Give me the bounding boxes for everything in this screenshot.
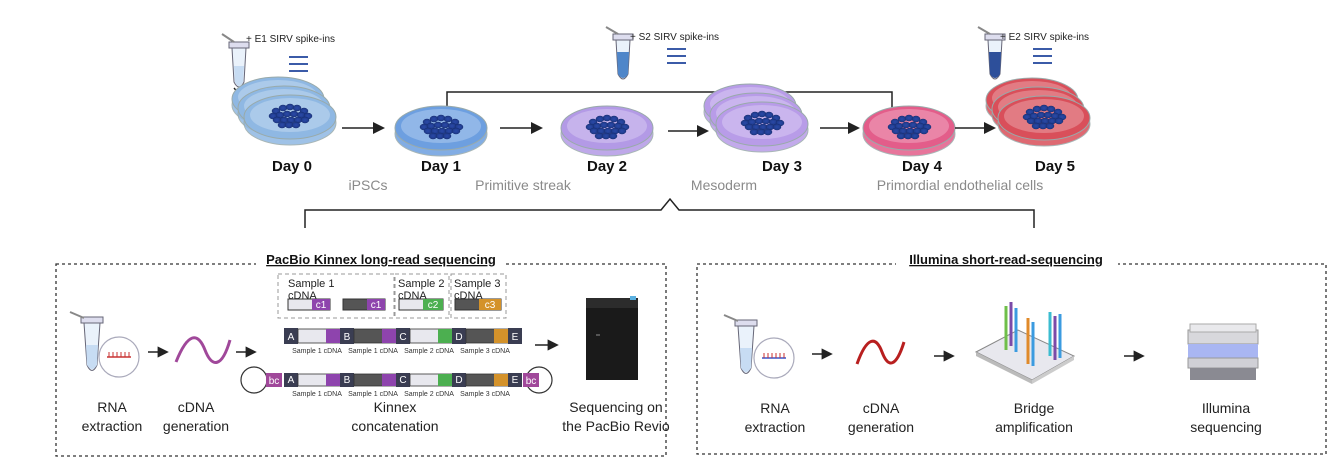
cell-colony <box>419 114 464 140</box>
tube-icon <box>221 33 250 88</box>
adapter-label: E <box>512 332 519 343</box>
adapter-label: E <box>512 375 519 386</box>
illumina-sequencer-icon <box>1187 323 1259 380</box>
adapter-label: B <box>344 332 351 343</box>
adapter-label: C <box>399 332 406 343</box>
cdna-strand-icon <box>855 339 906 365</box>
adapter-label: A <box>288 332 295 343</box>
step-rna-extraction: RNA <box>97 399 127 415</box>
adapter-label: D <box>455 375 462 386</box>
illumina-title: Illumina short-read-sequencing <box>909 252 1103 267</box>
split-brace <box>304 197 1035 228</box>
tube-icon <box>977 26 1006 80</box>
adapter-label: C <box>399 375 406 386</box>
cell-colony <box>585 114 630 140</box>
step-rna-extraction: RNA <box>760 400 790 416</box>
step-bridge-amplification: amplification <box>995 419 1073 435</box>
pacbio-panel <box>55 263 667 457</box>
barcode-label: bc <box>526 376 537 387</box>
cdna-strand-icon <box>174 336 232 364</box>
step-cdna-generation: cDNA <box>178 399 215 415</box>
step-sequencing-revio: Sequencing on <box>569 399 662 415</box>
step-bridge-amplification: Bridge <box>1014 400 1055 416</box>
stage-label: Primitive streak <box>475 177 572 193</box>
day-label: Day 0 <box>272 158 312 175</box>
sample-label: Sample 1 <box>288 278 334 290</box>
culture-dish-icon <box>394 105 488 157</box>
stage-label: iPSCs <box>349 177 388 193</box>
segment-label: Sample 1 cDNA <box>292 348 342 355</box>
pacbio-revio-icon <box>586 296 638 380</box>
culture-dish-icon <box>243 94 337 146</box>
cell-colony <box>740 110 785 136</box>
adapter-label: B <box>344 375 351 386</box>
segment-label: Sample 2 cDNA <box>404 391 454 398</box>
cell-colony <box>268 103 313 129</box>
menu-lines-icon <box>1033 48 1052 64</box>
segment-label: Sample 2 cDNA <box>404 348 454 355</box>
segment-label: Sample 1 cDNA <box>292 391 342 398</box>
culture-dish-icon <box>862 105 956 157</box>
spike-in-label-e1: + E1 SIRV spike-ins <box>246 34 335 45</box>
culture-dishes <box>231 76 1091 157</box>
step-cdna-generation: cDNA <box>863 400 900 416</box>
day-label: Day 2 <box>587 158 627 175</box>
segment-label: Sample 3 cDNA <box>460 348 510 355</box>
cdna-tag: c1 <box>316 300 327 311</box>
day-label: Day 3 <box>762 158 802 175</box>
barcode-label: bc <box>269 376 280 387</box>
cell-colony <box>887 114 932 140</box>
culture-dish-icon <box>715 101 809 153</box>
pacbio-title: PacBio Kinnex long-read sequencing <box>266 252 496 267</box>
step-rna-extraction: extraction <box>745 419 806 435</box>
menu-lines-icon <box>667 48 686 64</box>
menu-lines-icon <box>289 56 308 72</box>
segment-label: Sample 1 cDNA <box>348 391 398 398</box>
culture-dish-icon <box>560 105 654 157</box>
adapter-label: A <box>288 375 295 386</box>
step-kinnex: concatenation <box>351 418 438 434</box>
step-illumina-sequencing: Illumina <box>1202 400 1250 416</box>
adapter-label: D <box>455 332 462 343</box>
segment-label: Sample 1 cDNA <box>348 348 398 355</box>
day-label: Day 4 <box>902 158 943 175</box>
segment-label: Sample 3 cDNA <box>460 391 510 398</box>
culture-dish-icon <box>997 95 1091 147</box>
cdna-tag: c3 <box>485 300 496 311</box>
step-illumina-sequencing: sequencing <box>1190 419 1262 435</box>
sample-label: Sample 3 <box>454 278 500 290</box>
spike-in-label-e2: + E2 SIRV spike-ins <box>1000 32 1089 43</box>
flow-cell-icon <box>974 302 1076 384</box>
stage-label: Mesoderm <box>691 177 757 193</box>
spike-bracket <box>446 91 893 108</box>
cdna-tag: c2 <box>428 300 439 311</box>
step-sequencing-revio: the PacBio Revio <box>562 418 670 434</box>
step-cdna-generation: generation <box>163 418 229 434</box>
step-rna-extraction: extraction <box>82 418 143 434</box>
spike-in-label-s2: + S2 SIRV spike-ins <box>630 32 719 43</box>
rna-tube-icon <box>69 311 140 378</box>
day-arrows <box>342 122 996 137</box>
cdna-tag: c1 <box>371 300 382 311</box>
stage-label: Primordial endothelial cells <box>877 177 1044 193</box>
day-label: Day 1 <box>421 158 461 175</box>
step-kinnex: Kinnex <box>374 399 417 415</box>
step-cdna-generation: generation <box>848 419 914 435</box>
rna-tube-icon <box>723 314 795 379</box>
tube-icon <box>605 26 634 80</box>
sample-label: Sample 2 <box>398 278 444 290</box>
cell-colony <box>1022 104 1067 130</box>
day-label: Day 5 <box>1035 158 1075 175</box>
